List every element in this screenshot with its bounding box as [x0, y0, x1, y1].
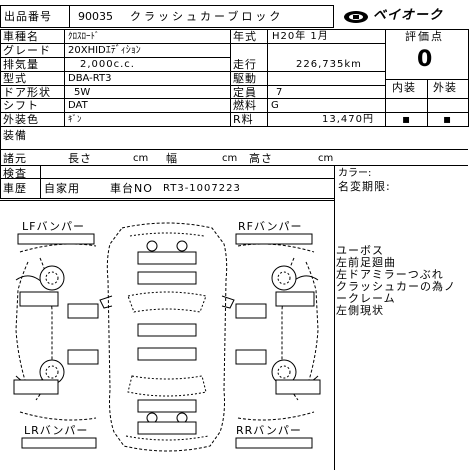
height-label: 高さ: [249, 152, 273, 165]
interior-label: 内装: [392, 81, 416, 94]
sale-title: クラッシュカーブロック: [130, 10, 284, 23]
capacity-label: 定員: [233, 86, 257, 99]
chassis-label: 車台NO: [110, 182, 153, 195]
lf-bumper-label: LFバンパー: [22, 220, 86, 233]
lr-bumper-label: LRバンパー: [24, 424, 89, 437]
rf-bumper-label: RFバンパー: [238, 220, 303, 233]
vehicle-name-value: ｸﾛｽﾛｰﾄﾞ: [68, 32, 100, 42]
note-line: 左側現状: [336, 304, 384, 317]
interior-score: ▪: [402, 112, 411, 126]
tax-value: 13,470円: [322, 114, 374, 125]
vehicle-name-label: 車種名: [3, 30, 39, 43]
history-value: 自家用: [44, 182, 80, 195]
chassis-value: RT3-1007223: [163, 183, 241, 194]
note-line: 左前足廻曲: [336, 256, 396, 269]
fuel-label: 燃料: [233, 99, 257, 112]
note-line: ユーボス: [336, 244, 384, 257]
height-unit: cm: [318, 153, 334, 164]
note-line: 左ドアミラーつぶれ: [336, 268, 444, 281]
fuel-value: G: [271, 100, 279, 111]
grade-label: グレード: [3, 44, 51, 57]
car-damage-diagram: [13, 222, 321, 452]
length-unit: cm: [133, 153, 149, 164]
grade-value: 20XHIDｴﾃﾞｨｼｮﾝ: [68, 45, 141, 56]
logo-text: ベイオーク: [373, 8, 444, 23]
note-line: ークレーム: [336, 292, 396, 305]
note-line: クラッシュカーの為ノ: [336, 280, 456, 293]
capacity-value: 7: [276, 87, 283, 98]
model-label: 型式: [3, 72, 27, 85]
width-label: 幅: [166, 152, 178, 165]
year-label: 年式: [233, 30, 257, 43]
year-value: H20年 1月: [272, 31, 329, 42]
drive-label: 駆動: [233, 72, 257, 85]
inspection-label: 検査: [3, 167, 27, 180]
color-no-label: カラー:: [338, 168, 372, 179]
dims-label: 諸元: [3, 152, 27, 165]
mileage-label: 走行: [233, 58, 257, 71]
shift-label: シフト: [3, 99, 39, 112]
logo-emblem-icon: [344, 11, 368, 23]
equipment-label: 装備: [3, 129, 27, 142]
displacement-label: 排気量: [3, 58, 39, 71]
color-value: ｷﾞﾝ: [68, 115, 82, 125]
shift-value: DAT: [68, 100, 88, 111]
score-value: 0: [417, 47, 433, 72]
bayauc-logo: ベイオーク: [343, 9, 463, 25]
door-label: ドア形状: [3, 86, 51, 99]
tax-label: R料: [233, 113, 254, 126]
history-label: 車歴: [3, 182, 27, 195]
displacement-value: 2,000c.c.: [80, 59, 135, 70]
width-unit: cm: [222, 153, 238, 164]
mileage-value: 226,735km: [296, 59, 362, 70]
exterior-label: 外装: [433, 81, 457, 94]
color-label: 外装色: [3, 113, 39, 126]
damage-notes: ユーボス 左前足廻曲 左ドアミラーつぶれ クラッシュカーの為ノ ークレーム 左側…: [336, 245, 468, 317]
length-label: 長さ: [68, 152, 92, 165]
lot-label: 出品番号: [4, 10, 52, 23]
model-value: DBA-RT3: [68, 73, 112, 84]
name-change-label: 名変期限:: [338, 180, 391, 193]
rr-bumper-label: RRバンパー: [236, 424, 302, 437]
door-value: 5W: [74, 87, 91, 98]
exterior-score: ▪: [443, 112, 452, 126]
score-label: 評価点: [405, 30, 444, 43]
lot-number: 90035: [78, 10, 113, 23]
